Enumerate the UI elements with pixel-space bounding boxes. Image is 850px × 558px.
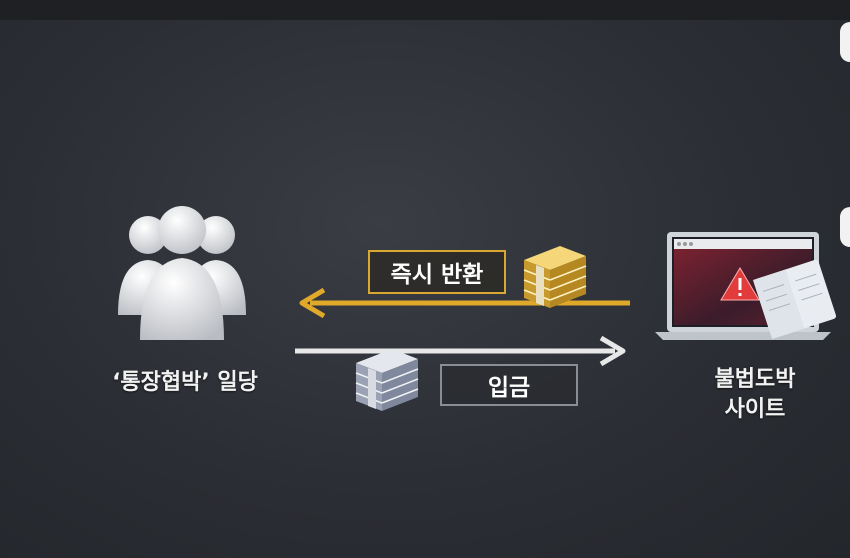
- people-group-icon: [118, 206, 246, 340]
- edge-badge-middle: [840, 207, 850, 247]
- top-bar: [0, 0, 850, 20]
- laptop-warning-icon: [655, 232, 837, 340]
- site-label-line2: 사이트: [724, 397, 786, 422]
- edge-badge-top: [840, 22, 850, 62]
- site-label-line1: 불법도박: [714, 367, 796, 392]
- site-label: 불법도박 사이트: [680, 365, 830, 425]
- people-label: ‘통장협박’ 일당: [112, 370, 258, 395]
- deposit-label: 입금: [487, 375, 531, 401]
- cash-bundle-gold-icon: [523, 246, 587, 308]
- cash-bundle-silver-icon: [355, 349, 419, 411]
- deposit-label-box: 입금: [440, 364, 578, 406]
- refund-arrow: [299, 287, 630, 319]
- refund-label-box: 즉시 반환: [368, 250, 506, 294]
- deposit-arrow: [295, 335, 626, 367]
- refund-label: 즉시 반환: [390, 262, 484, 288]
